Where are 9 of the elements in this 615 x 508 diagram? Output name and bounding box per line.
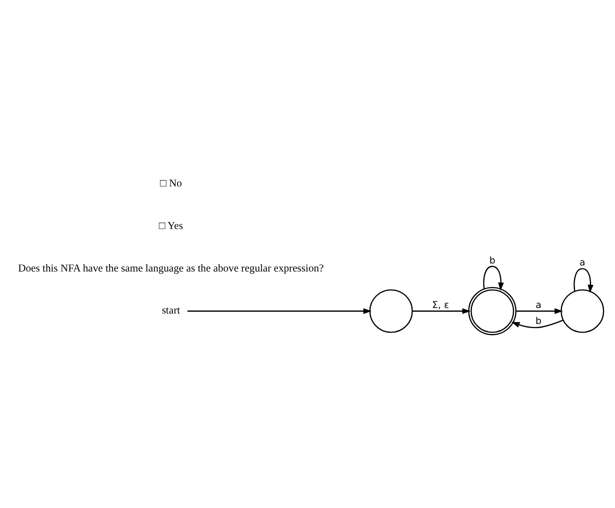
- edge-label: b: [536, 316, 542, 327]
- label: □ Yes: [158, 220, 183, 232]
- label: □ No: [160, 178, 182, 190]
- edge-label: b: [489, 255, 496, 266]
- label: Does this NFA have the same language as the above regular expression?: [18, 263, 324, 274]
- edge-label: a: [536, 300, 542, 312]
- edge-label: a: [580, 258, 586, 269]
- edge-label: Σ, ε: [432, 300, 450, 312]
- node-text: start: [162, 306, 180, 317]
